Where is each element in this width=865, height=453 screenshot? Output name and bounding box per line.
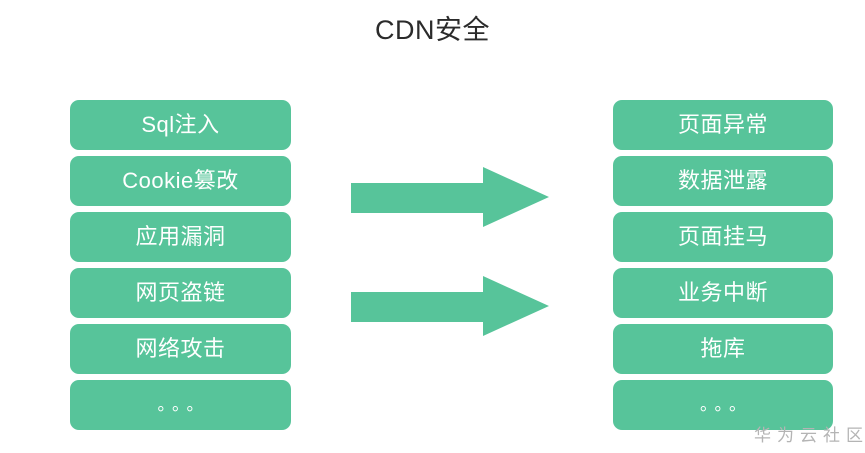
- consequence-item-0[interactable]: 页面异常: [613, 100, 833, 150]
- consequence-item-4-label: 拖库: [700, 336, 746, 361]
- threat-item-0[interactable]: Sql注入: [70, 100, 291, 150]
- threat-item-1[interactable]: Cookie篡改: [70, 156, 291, 206]
- consequence-item-2[interactable]: 页面挂马: [613, 212, 833, 262]
- threat-item-3[interactable]: 网页盗链: [70, 268, 291, 318]
- consequence-item-4[interactable]: 拖库: [613, 324, 833, 374]
- threat-item-4-label: 网络攻击: [135, 336, 226, 361]
- threat-item-3-label: 网页盗链: [135, 280, 226, 305]
- threat-item-0-label: Sql注入: [141, 112, 220, 137]
- threat-item-more[interactable]: 。。。: [70, 380, 291, 430]
- watermark-text: 华为云社区: [754, 426, 865, 445]
- consequence-item-0-label: 页面异常: [677, 112, 768, 137]
- consequence-item-3[interactable]: 业务中断: [613, 268, 833, 318]
- consequence-item-1[interactable]: 数据泄露: [613, 156, 833, 206]
- consequence-item-more-label: 。。。: [700, 395, 752, 414]
- arrow-top-icon: [351, 167, 549, 231]
- consequence-item-1-label: 数据泄露: [677, 168, 768, 193]
- consequence-item-more[interactable]: 。。。: [613, 380, 833, 430]
- threat-item-2[interactable]: 应用漏洞: [70, 212, 291, 262]
- page-title: CDN安全: [375, 15, 490, 45]
- threat-list: Sql注入 Cookie篡改 应用漏洞 网页盗链 网络攻击 。。。: [70, 100, 291, 430]
- consequence-item-3-label: 业务中断: [677, 280, 768, 305]
- consequence-list: 页面异常 数据泄露 页面挂马 业务中断 拖库 。。。: [613, 100, 833, 430]
- threat-item-1-label: Cookie篡改: [122, 168, 239, 193]
- arrow-bottom-icon: [351, 276, 549, 340]
- consequence-item-2-label: 页面挂马: [677, 224, 768, 249]
- threat-item-more-label: 。。。: [157, 395, 210, 414]
- threat-item-2-label: 应用漏洞: [135, 224, 226, 249]
- threat-item-4[interactable]: 网络攻击: [70, 324, 291, 374]
